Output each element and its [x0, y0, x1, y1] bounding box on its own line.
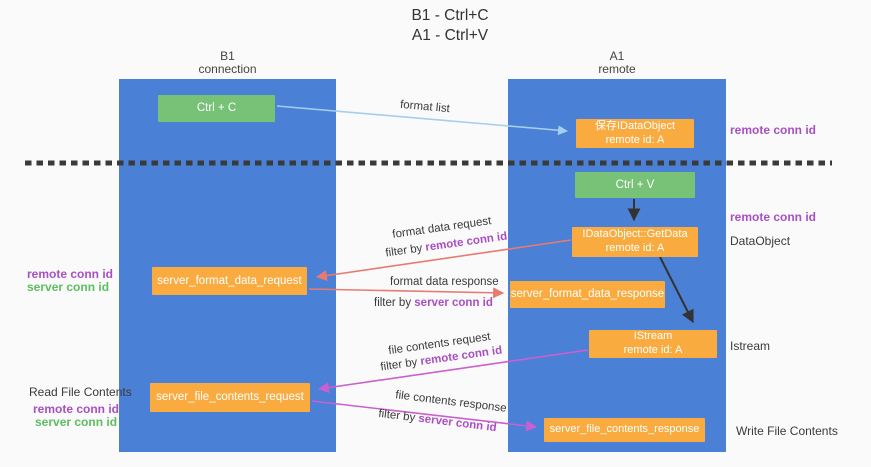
node-server-format-data-response: server_format_data_response	[510, 281, 665, 308]
label-remote-conn-id-left-mid: remote conn id	[27, 267, 114, 281]
node-save-idataobject: 保存IDataObject remote id: A	[576, 119, 694, 148]
title-line-2: A1 - Ctrl+V	[411, 27, 489, 44]
label-server-conn-id-left-bottom: server conn id	[35, 415, 118, 429]
label-read-file-contents: Read File Contents	[29, 385, 132, 399]
node-idataobject-getdata: IDataObject::GetData remote id: A	[572, 227, 698, 257]
node-server-file-contents-request: server_file_contents_request	[150, 383, 310, 412]
lane-header-b1: B1 connection	[119, 50, 336, 76]
filter-server-conn-id-1: server conn id	[414, 297, 493, 309]
node-save-idataobject-line1: 保存IDataObject	[594, 119, 676, 132]
node-save-idataobject-line2: remote id: A	[605, 133, 665, 146]
lane-b1-name: B1	[220, 49, 235, 63]
arrow-getdata-to-istream	[659, 256, 694, 324]
node-getdata-line2: remote id: A	[605, 242, 665, 254]
node-ctrl-v: Ctrl + V	[575, 172, 695, 198]
node-istream-text: IStream remote id: A	[624, 330, 683, 358]
label-remote-conn-id-right-mid: remote conn id	[730, 210, 817, 224]
lane-a1-role: remote	[598, 62, 636, 76]
lane-b1-role: connection	[198, 62, 257, 76]
node-server-file-contents-response: server_file_contents_response	[544, 418, 705, 442]
label-dataobject: DataObject	[730, 234, 791, 248]
filter-by-text-2: filter by	[374, 297, 412, 309]
label-remote-conn-id-left-bottom: remote conn id	[33, 402, 120, 416]
label-server-conn-id-left-mid: server conn id	[27, 280, 110, 294]
node-server-format-data-request: server_format_data_request	[152, 267, 307, 295]
label-filter-server-1: filter by server conn id	[374, 297, 493, 309]
diagram-title: B1 - Ctrl+C A1 - Ctrl+V	[370, 6, 530, 46]
label-format-data-response: format data response	[390, 276, 499, 288]
node-save-idataobject-text: 保存IDataObject remote id: A	[595, 120, 675, 148]
lane-a1-name: A1	[609, 49, 625, 63]
arrow-format-list	[276, 105, 568, 136]
arrow-file-contents-response	[311, 400, 538, 432]
lane-header-a1: A1 remote	[508, 50, 726, 76]
arrow-format-data-request	[315, 239, 572, 282]
arrow-file-contents-request	[317, 349, 589, 394]
node-ctrl-c: Ctrl + C	[158, 95, 275, 122]
title-line-1: B1 - Ctrl+C	[411, 7, 489, 24]
label-write-file-contents: Write File Contents	[736, 424, 838, 438]
node-getdata-line1: IDataObject::GetData	[582, 228, 688, 241]
label-istream: Istream	[730, 339, 771, 353]
node-istream-line1: IStream	[633, 330, 673, 343]
node-istream-line2: remote id: A	[623, 344, 683, 356]
node-getdata-text: IDataObject::GetData remote id: A	[582, 228, 687, 256]
label-remote-conn-id-right-top: remote conn id	[730, 123, 817, 137]
node-istream: IStream remote id: A	[589, 330, 717, 358]
arrow-format-data-response	[308, 287, 505, 299]
